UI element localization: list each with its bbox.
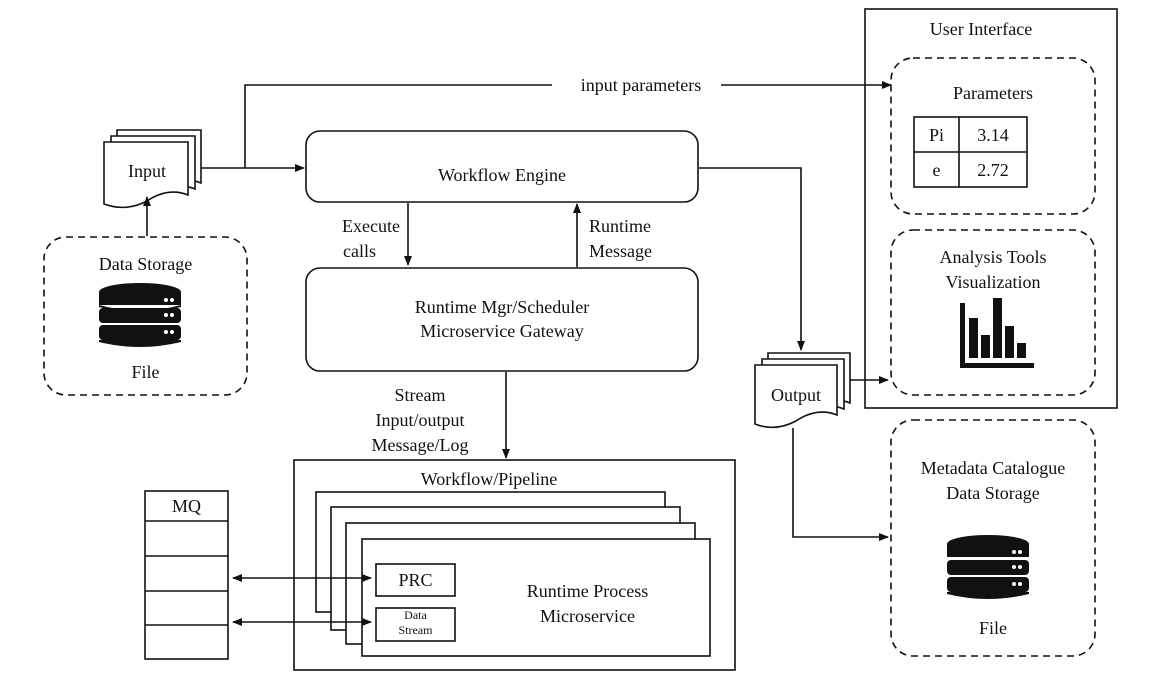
param-value-2: 2.72 (977, 160, 1009, 180)
message-label: Message (589, 241, 652, 261)
workflow-engine-box (305, 130, 699, 203)
output-document-stack-icon (754, 352, 851, 429)
output-label: Output (770, 385, 821, 405)
database-icon (99, 283, 181, 347)
param-value-1: 3.14 (977, 125, 1009, 145)
analysis-tools-label: Analysis Tools (939, 247, 1047, 267)
file-label: File (131, 362, 160, 382)
bar-chart-icon (960, 298, 1034, 368)
engine-to-output-arrow (699, 167, 805, 351)
mq-label: MQ (171, 496, 201, 516)
calls-label: calls (343, 241, 376, 261)
data-storage-box (43, 236, 248, 396)
database-icon-2 (947, 535, 1029, 599)
input-label: Input (128, 161, 166, 181)
user-interface-panel (864, 8, 1118, 409)
workflow-engine-label: Workflow Engine (437, 165, 567, 185)
parameters-label: Parameters (953, 83, 1033, 103)
execute-label: Execute (342, 216, 400, 236)
analysis-tools-box (890, 229, 1096, 396)
prc-box (375, 563, 456, 597)
prc-label: PRC (398, 570, 433, 590)
runtime-mgr-label: Runtime Mgr/Scheduler (414, 297, 590, 317)
user-interface-label: User Interface (929, 19, 1033, 39)
metadata-storage-label: Data Storage (946, 483, 1040, 503)
metadata-file-label: File (978, 618, 1007, 638)
stream-box-label: Stream (398, 623, 433, 637)
parameters-box (890, 57, 1096, 215)
workflow-pipeline-label: Workflow/Pipeline (420, 469, 558, 489)
output-to-metadata-arrow (792, 428, 889, 541)
stream-label: Stream (394, 385, 446, 405)
runtime-process-label: Runtime Process (526, 581, 649, 601)
runtime-manager-box (305, 267, 699, 372)
input-document-stack-icon (103, 129, 202, 209)
mq-queue (144, 490, 229, 660)
input-output-label: Input/output (375, 410, 465, 430)
metadata-catalogue-label: Metadata Catalogue (920, 458, 1066, 478)
input-params-line-left (244, 84, 552, 168)
runtime-label: Runtime (589, 216, 651, 236)
data-label: Data (404, 608, 427, 622)
visualization-label: Visualization (945, 272, 1041, 292)
input-parameters-label: input parameters (562, 74, 720, 96)
workflow-pipeline-box (293, 459, 736, 671)
message-log-label: Message/Log (371, 435, 469, 455)
data-stream-box (375, 607, 456, 642)
param-name-1: Pi (928, 125, 944, 145)
gateway-label: Microservice Gateway (420, 321, 584, 341)
metadata-catalogue-box (890, 419, 1096, 657)
parameter-table (913, 116, 1028, 188)
data-storage-label: Data Storage (98, 254, 193, 274)
microservice-label: Microservice (540, 606, 635, 626)
param-name-2: e (932, 160, 941, 180)
